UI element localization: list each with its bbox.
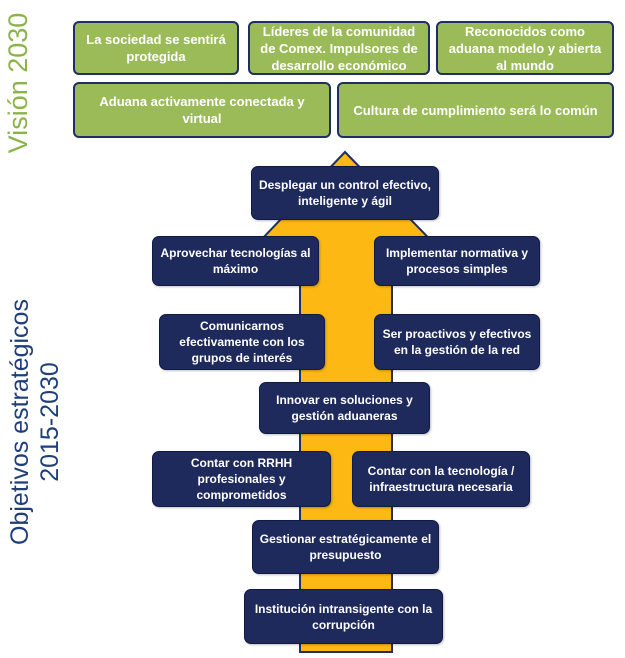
objective-innovar-soluciones: Innovar en soluciones y gestión aduanera… — [259, 382, 430, 434]
objectives-label-line1: Objetivos estratégicos — [6, 299, 34, 545]
vision-2030-label: Visión 2030 — [3, 12, 33, 154]
strategic-objectives-label: Objetivos estratégicos 2015-2030 — [5, 262, 75, 582]
objective-proactivos-red: Ser proactivos y efectivos en la gestión… — [374, 314, 540, 370]
objective-rrhh: Contar con RRHH profesionales y comprome… — [152, 451, 331, 507]
vision-box-aduana-modelo: Reconocidos como aduana modelo y abierta… — [436, 21, 614, 75]
vision-box-lideres-comex: Líderes de la comunidad de Comex. Impuls… — [248, 21, 430, 75]
objective-comunicarnos: Comunicarnos efectivamente con los grupo… — [159, 314, 325, 370]
objective-normativa-procesos: Implementar normativa y procesos simples — [374, 236, 540, 286]
vision-box-cultura-cumplimiento: Cultura de cumplimiento será lo común — [337, 82, 614, 138]
objective-presupuesto: Gestionar estratégicamente el presupuest… — [252, 520, 439, 574]
objective-aprovechar-tecnologias: Aprovechar tecnologías al máximo — [152, 236, 319, 286]
vision-box-aduana-conectada: Aduana activamente conectada y virtual — [73, 82, 331, 138]
objective-corrupcion: Institución intransigente con la corrupc… — [244, 589, 443, 644]
objective-control-efectivo: Desplegar un control efectivo, inteligen… — [251, 166, 439, 220]
objectives-label-line2: 2015-2030 — [36, 362, 64, 482]
vision-box-sociedad-protegida: La sociedad se sentirá protegida — [73, 21, 239, 75]
objective-tecnologia-infraestructura: Contar con la tecnología / infraestructu… — [352, 451, 530, 507]
